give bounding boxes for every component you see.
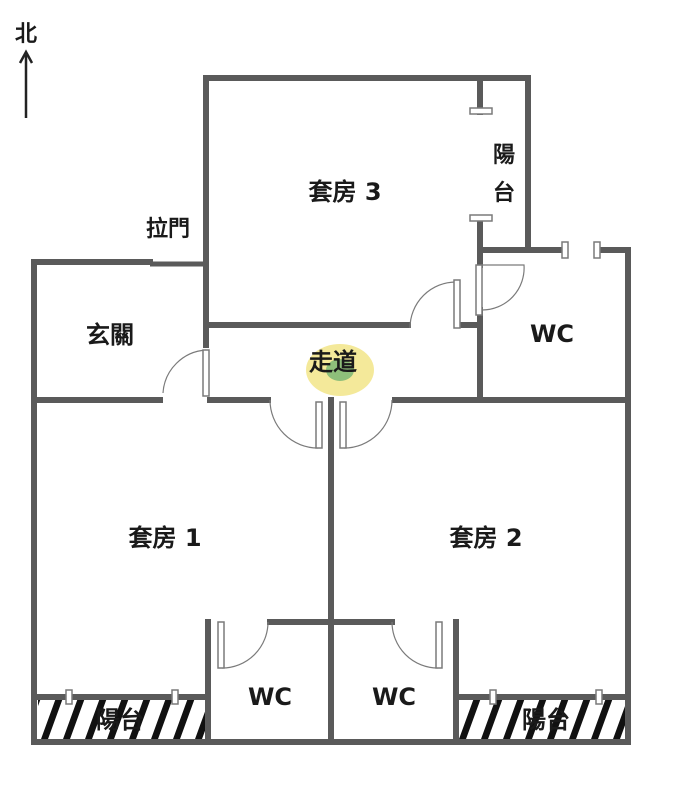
room-label-wc-left: WC: [248, 683, 292, 711]
room-label-suite2: 套房 2: [449, 524, 522, 552]
room-label-foyer: 玄關: [86, 321, 134, 349]
room-label-wc-mid: WC: [372, 683, 416, 711]
room-label-balcony-top-2: 台: [493, 180, 515, 206]
corridor-highlight: [306, 344, 374, 396]
room-label-corridor: 走道: [309, 348, 357, 376]
north-arrow-icon: [18, 49, 34, 118]
balcony-right-hatch: [458, 700, 628, 742]
doors: [65, 107, 603, 705]
room-label-balcony-left: 陽台: [96, 706, 144, 734]
room-label-suite3: 套房 3: [308, 178, 381, 206]
room-label-balcony-right: 陽台: [522, 706, 570, 734]
room-label-balcony-top-1: 陽: [493, 143, 515, 168]
label-sliding-door: 拉門: [146, 216, 190, 242]
room-label-wc-right: WC: [530, 320, 574, 348]
room-label-suite1: 套房 1: [128, 524, 201, 552]
walls: [31, 75, 631, 745]
balcony-left-hatch: [38, 700, 208, 742]
north-label: 北: [15, 22, 37, 47]
